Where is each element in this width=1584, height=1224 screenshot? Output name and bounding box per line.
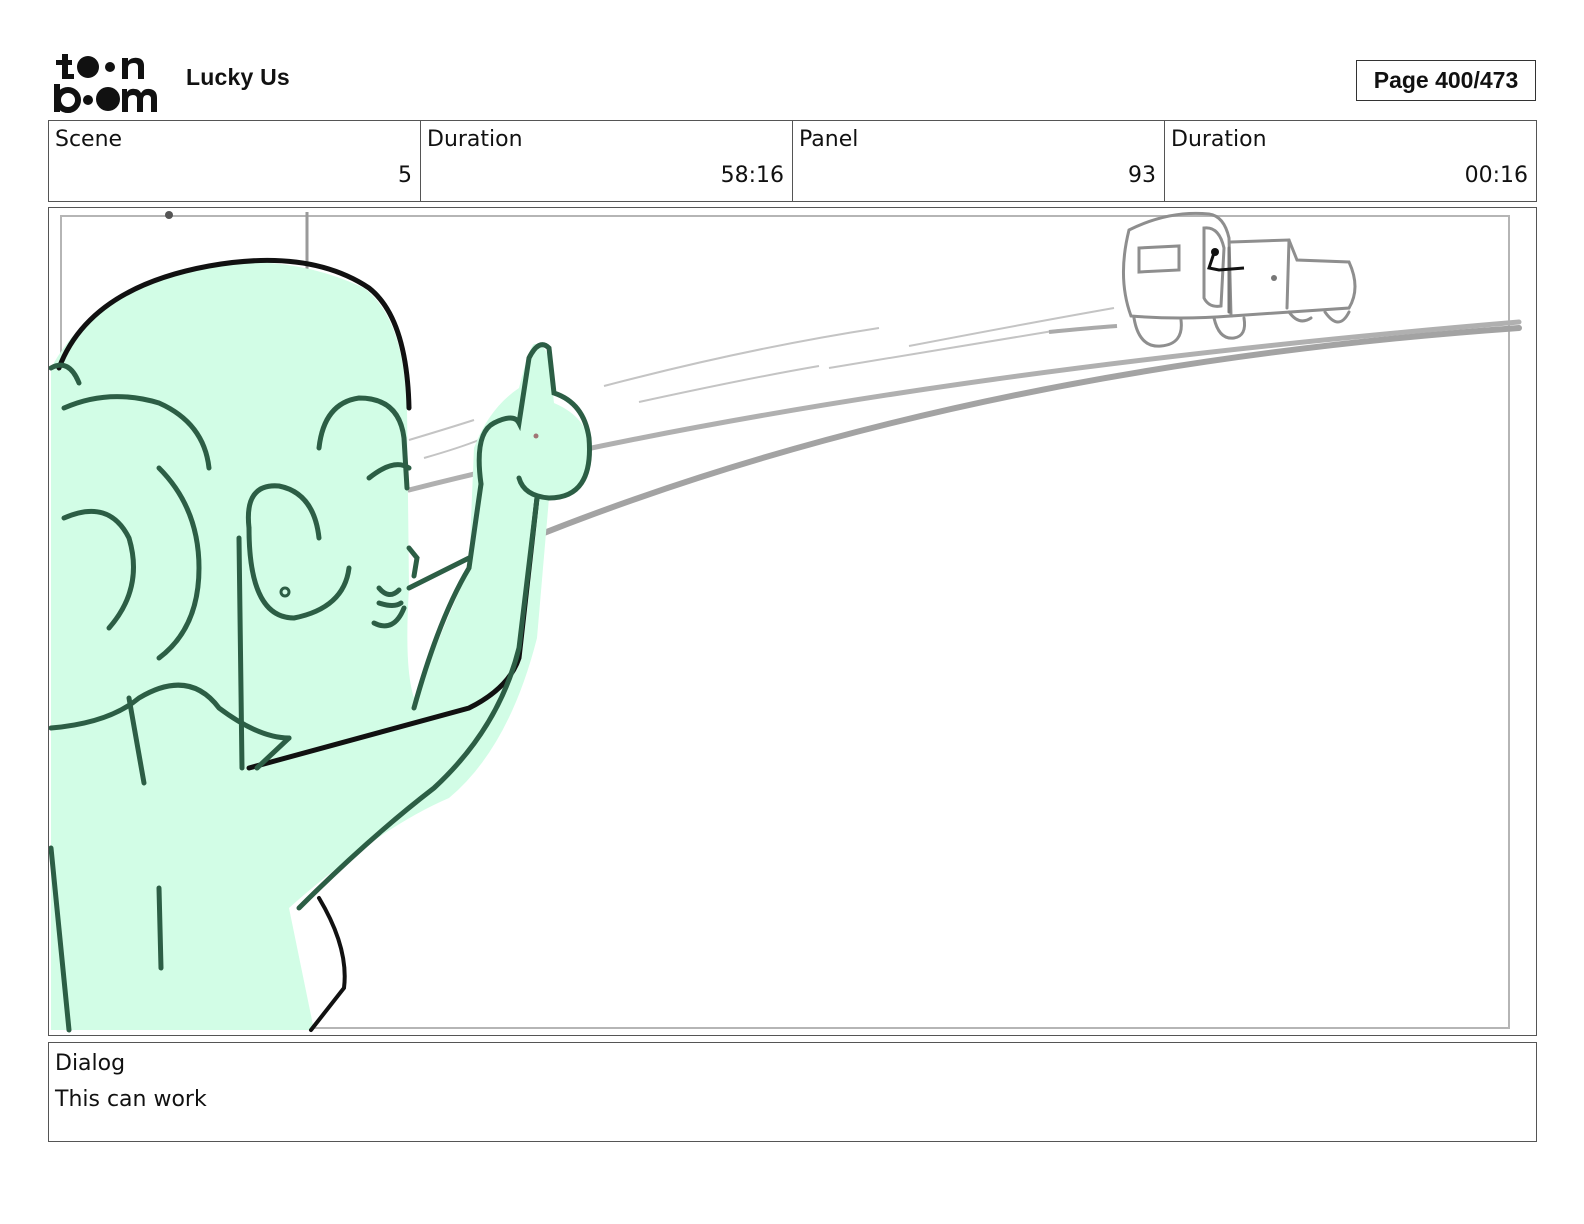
scene-label: Scene xyxy=(55,127,123,152)
road-dash-4 xyxy=(908,307,1115,347)
road-dash-3 xyxy=(828,329,1060,369)
panel-duration-label: Duration xyxy=(1171,127,1267,152)
road-dash-5 xyxy=(408,419,475,441)
truck-sketch xyxy=(1122,211,1357,348)
storyboard-panel xyxy=(48,207,1537,1036)
truck-driver xyxy=(1207,249,1245,272)
road-dash-7 xyxy=(1048,324,1118,334)
panel-cell: Panel 93 xyxy=(793,121,1165,201)
scene-value: 5 xyxy=(398,163,412,188)
page-counter: Page 400/473 xyxy=(1356,60,1536,101)
panel-value: 93 xyxy=(1128,163,1156,188)
scene-duration-value: 58:16 xyxy=(720,163,784,188)
scene-duration-cell: Duration 58:16 xyxy=(421,121,793,201)
dialog-box: Dialog This can work xyxy=(48,1042,1537,1142)
character-linework xyxy=(49,342,592,1033)
character-outline-head xyxy=(56,257,412,411)
sketch-dot xyxy=(165,211,173,219)
character-fill xyxy=(51,262,589,1030)
panel-duration-value: 00:16 xyxy=(1464,163,1528,188)
road-dash-6 xyxy=(423,439,480,459)
panel-duration-cell: Duration 00:16 xyxy=(1165,121,1536,201)
finger-dot xyxy=(533,433,539,439)
panel-label: Panel xyxy=(799,127,859,152)
toon-boom-logo xyxy=(54,54,157,113)
truck-driver-head xyxy=(1211,248,1219,256)
project-title: Lucky Us xyxy=(186,64,290,90)
panel-sketch xyxy=(49,211,1522,1033)
road-dash-2 xyxy=(638,365,820,403)
dialog-label: Dialog xyxy=(55,1051,126,1076)
dialog-text: This can work xyxy=(55,1087,207,1112)
truck-handle-dot xyxy=(1271,275,1277,281)
scene-duration-label: Duration xyxy=(427,127,523,152)
road-lower-edge xyxy=(516,325,1522,546)
scene-info-table: Scene 5 Duration 58:16 Panel 93 Duration… xyxy=(48,120,1537,202)
character-outline-back xyxy=(309,896,347,1032)
ear-dot xyxy=(279,586,291,598)
road-dash-1 xyxy=(603,327,880,387)
scene-cell: Scene 5 xyxy=(49,121,421,201)
